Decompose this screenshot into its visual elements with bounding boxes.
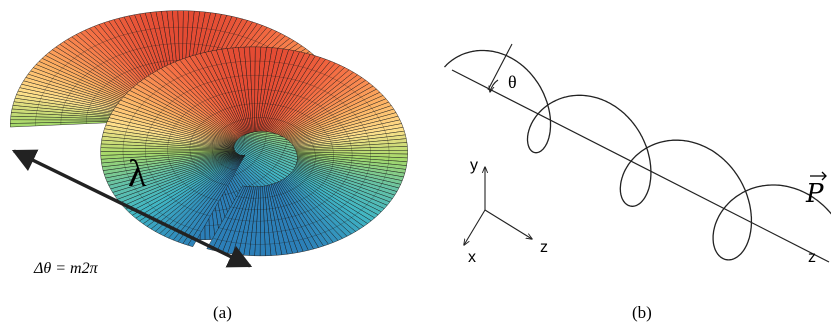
- axis-z-label: z: [808, 249, 816, 266]
- coordinate-triad: y z x: [464, 157, 548, 266]
- triad-z-label: z: [540, 239, 548, 256]
- triad-x-label: x: [468, 249, 476, 266]
- phase-label: Δθ = m2π: [33, 260, 99, 277]
- caption-a: (a): [213, 303, 232, 322]
- vector-p: P: [805, 172, 826, 209]
- propagation-axis: [452, 70, 829, 262]
- angle-label: θ: [508, 72, 517, 92]
- caption-b: (b): [632, 303, 652, 322]
- panel-a-spiral-surface: λ Δθ = m2π (a): [10, 11, 407, 322]
- vector-p-label: P: [805, 179, 824, 209]
- wavelength-symbol: λ: [128, 153, 147, 195]
- triad-y-label: y: [470, 157, 478, 174]
- panel-b-helix: θ z P y z x (b): [445, 44, 831, 322]
- helix-curve: [445, 51, 831, 298]
